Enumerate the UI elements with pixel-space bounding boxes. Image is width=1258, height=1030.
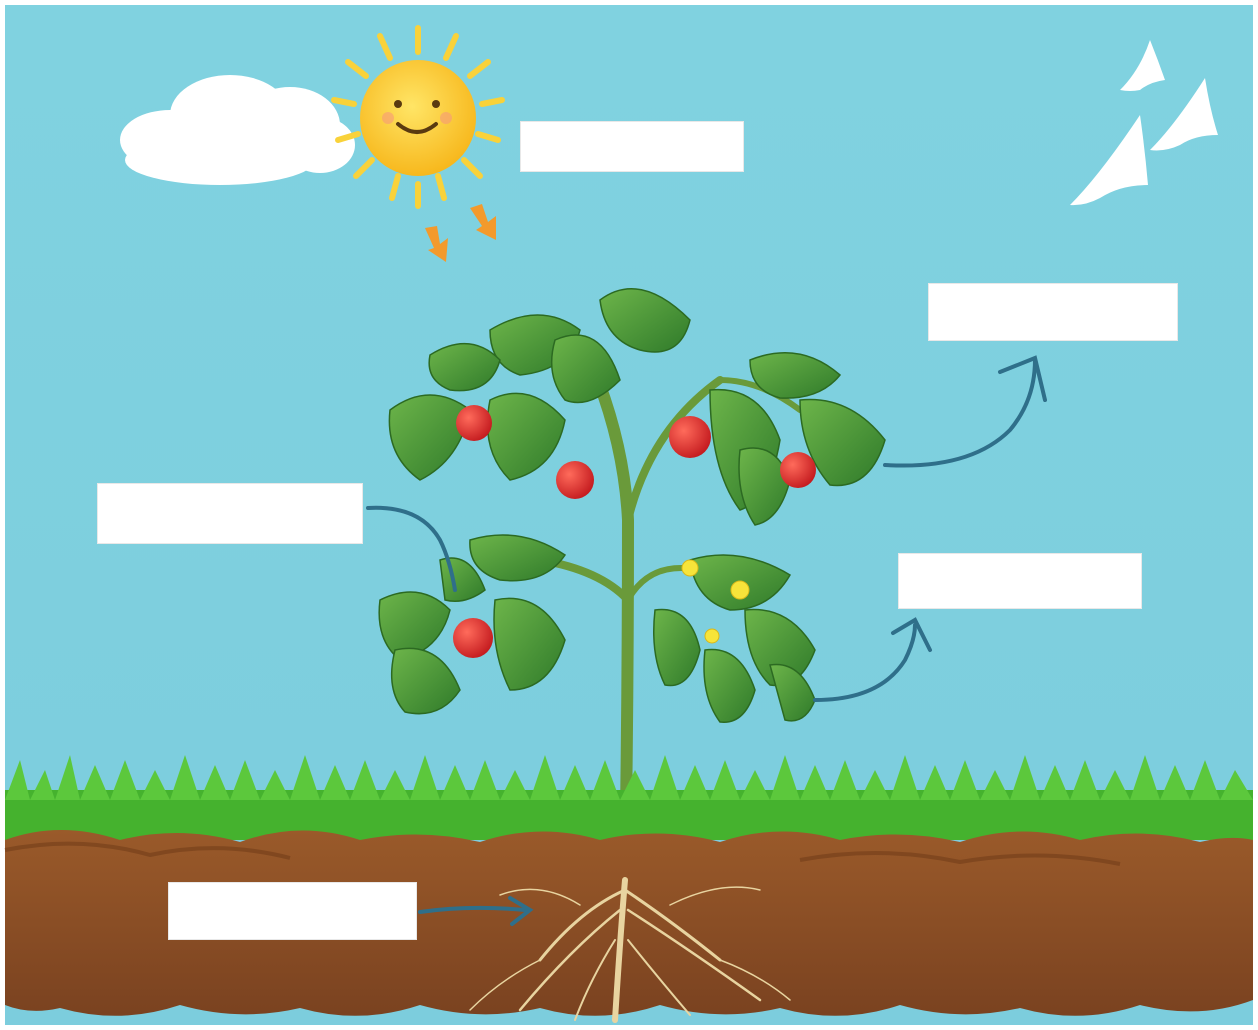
label-box-flower[interactable]: [898, 553, 1142, 609]
label-box-leaf[interactable]: [928, 283, 1178, 341]
label-box-stem[interactable]: [97, 483, 363, 544]
label-box-root[interactable]: [168, 882, 417, 940]
label-box-sun[interactable]: [520, 121, 744, 172]
